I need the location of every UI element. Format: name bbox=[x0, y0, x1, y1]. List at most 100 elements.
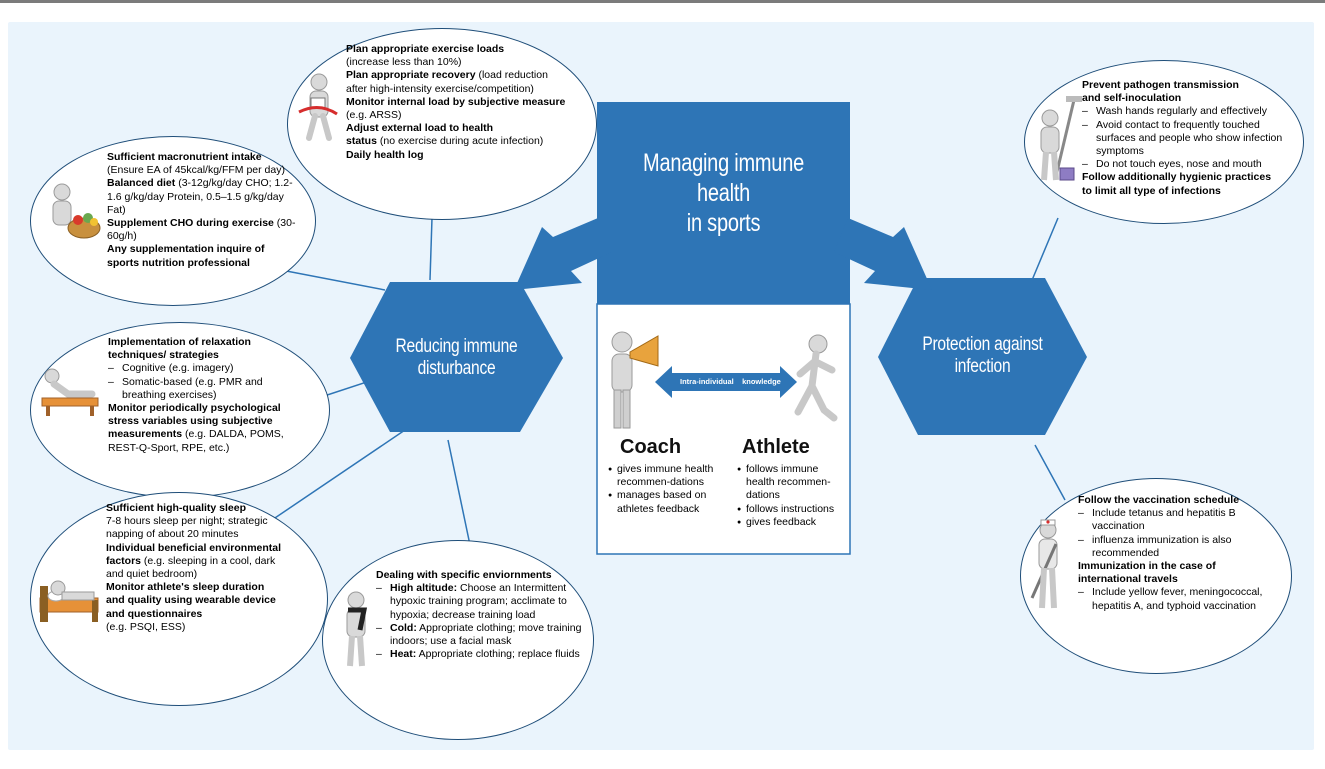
relaxation-item: measurements bbox=[108, 428, 183, 441]
exercise-item: Plan appropriate exercise loads bbox=[346, 43, 505, 55]
sleep-item: 7-8 hours sleep per night; strategic bbox=[106, 515, 268, 528]
right-hex-line: infection bbox=[954, 356, 1011, 377]
nutrition-item: Balanced diet bbox=[107, 177, 176, 190]
sleep-item: (e.g. PSQI, ESS) bbox=[106, 620, 186, 633]
coach-list: gives immune health recommen-dations man… bbox=[608, 463, 726, 516]
top-rule bbox=[0, 0, 1325, 3]
vaccination-item: Include yellow fever, meningococcal, hep… bbox=[1078, 586, 1292, 612]
vaccination-item: influenza immunization is also recommend… bbox=[1078, 534, 1262, 560]
exercise-item: (load reduction bbox=[475, 69, 548, 82]
center-title-box bbox=[597, 102, 850, 304]
relaxation-text: Implementation of relaxation techniques/… bbox=[108, 336, 323, 455]
sleep-item: and quiet bedroom) bbox=[106, 568, 198, 581]
connector-exercise bbox=[429, 217, 433, 281]
exercise-item: Monitor internal load by subjective meas… bbox=[346, 95, 566, 108]
nutrition-item: 60g/h) bbox=[107, 230, 137, 243]
right-hexagon bbox=[878, 278, 1087, 435]
pathogen-item: to limit all type of infections bbox=[1082, 184, 1221, 197]
exercise-text: Plan appropriate exercise loads (increas… bbox=[346, 43, 591, 162]
nutrition-item: Supplement CHO during exercise bbox=[107, 217, 274, 230]
nutrition-item: Fat) bbox=[107, 203, 126, 216]
sleep-item: and quality using wearable device bbox=[106, 594, 276, 607]
nutrition-item: Sufficient macronutrient intake bbox=[107, 151, 262, 163]
environment-item-value: Appropriate clothing; move training indo… bbox=[390, 621, 582, 648]
sleep-item: Sufficient high-quality sleep bbox=[106, 502, 247, 514]
athlete-item: follows instructions bbox=[737, 503, 843, 516]
left-hex-line: disturbance bbox=[417, 358, 496, 379]
runner-icon bbox=[298, 73, 338, 141]
environment-item-value: Choose an Intermittent hypoxic training … bbox=[390, 582, 567, 621]
cleaning-person-icon bbox=[1040, 96, 1082, 181]
nutrition-item: Any supplementation inquire of bbox=[107, 243, 265, 256]
nurse-syringe-icon bbox=[1030, 519, 1058, 609]
arrow-right bbox=[834, 218, 932, 290]
exercise-item: (e.g. ARSS) bbox=[346, 109, 402, 122]
exercise-item: Daily health log bbox=[346, 148, 424, 161]
exercise-item: status bbox=[346, 135, 377, 148]
nutrition-text: Sufficient macronutrient intake (Ensure … bbox=[107, 151, 312, 270]
environment-item: Heat: Appropriate clothing; replace flui… bbox=[376, 648, 586, 661]
exercise-item: (no exercise during acute infection) bbox=[376, 135, 544, 148]
environment-item-key: High altitude: bbox=[390, 582, 458, 595]
relaxation-item: Somatic-based (e.g. PMR and breathing ex… bbox=[108, 376, 280, 402]
nutrition-item: (30- bbox=[273, 217, 296, 230]
left-hexagon-label: Reducing immune disturbance bbox=[369, 336, 544, 380]
pathogen-item: Wash hands regularly and effectively bbox=[1082, 105, 1297, 118]
coach-item: gives immune health recommen-dations bbox=[608, 463, 726, 489]
pathogen-item: Follow additionally hygienic practices bbox=[1082, 171, 1272, 184]
vaccination-item: international travels bbox=[1078, 573, 1178, 586]
sleep-item: Individual beneficial environmental bbox=[106, 541, 282, 554]
sleep-text: Sufficient high-quality sleep 7-8 hours … bbox=[106, 502, 321, 634]
right-hexagon-label: Protection against infection bbox=[897, 334, 1068, 378]
environment-item: Cold: Appropriate clothing; move trainin… bbox=[376, 622, 586, 648]
athlete-list: follows immune health recommen-dations f… bbox=[737, 463, 843, 529]
sleep-item: and questionnaires bbox=[106, 607, 203, 620]
athlete-item: follows immune health recommen-dations bbox=[737, 463, 843, 503]
vaccination-item: Follow the vaccination schedule bbox=[1078, 494, 1240, 506]
relaxation-item: Monitor periodically psychological bbox=[108, 402, 281, 415]
pathogen-item: Do not touch eyes, nose and mouth bbox=[1082, 158, 1297, 171]
nutrition-item: (Ensure EA of 45kcal/kg/FFM per day) bbox=[107, 164, 285, 177]
vaccination-item: Immunization in the case of bbox=[1078, 560, 1216, 573]
relaxation-item: (e.g. DALDA, POMS, bbox=[182, 428, 284, 441]
arrow-left bbox=[514, 218, 612, 290]
coach-title: Coach bbox=[620, 436, 682, 458]
relaxation-item: REST-Q-Sport, RPE, etc.) bbox=[108, 441, 230, 454]
knowledge-arrow bbox=[655, 366, 797, 398]
scarf-person-icon bbox=[346, 591, 368, 667]
pathogen-item: Prevent pathogen transmission bbox=[1082, 79, 1239, 91]
environment-item-value: Appropriate clothing; replace fluids bbox=[416, 648, 580, 661]
relaxation-item: Implementation of relaxation bbox=[108, 336, 251, 348]
nutrition-item: sports nutrition professional bbox=[107, 256, 250, 269]
running-athlete-icon bbox=[794, 334, 838, 422]
connector-vaccination bbox=[1034, 444, 1066, 501]
food-basket-icon bbox=[52, 183, 101, 239]
athlete-item: gives feedback bbox=[737, 516, 843, 529]
environment-item-key: Cold: bbox=[390, 621, 417, 634]
knowledge-arrow-label: Intra-individual knowledge bbox=[680, 377, 781, 386]
megaphone-coach-icon bbox=[611, 331, 659, 429]
sleeping-person-icon bbox=[39, 580, 99, 622]
nutrition-item: (3-12g/kg/day CHO; 1.2- bbox=[175, 177, 293, 190]
environment-item-key: Heat: bbox=[390, 648, 417, 661]
nutrition-item: 1.6 g/kg/day Protein, 0.5–1.5 g/kg/day bbox=[107, 190, 284, 203]
exercise-item: Adjust external load to health bbox=[346, 122, 494, 135]
vaccination-item: Include tetanus and hepatitis B vaccinat… bbox=[1078, 507, 1262, 533]
environment-item: High altitude: Choose an Intermittent hy… bbox=[376, 582, 586, 622]
coach-item: manages based on athletes feedback bbox=[608, 489, 726, 515]
exercise-item: after high-intensity exercise/competitio… bbox=[346, 82, 534, 95]
center-title-line: Managing immune bbox=[643, 149, 804, 177]
sleep-item: factors bbox=[106, 554, 142, 567]
left-hexagon bbox=[350, 282, 563, 432]
left-hex-line: Reducing immune bbox=[395, 336, 518, 357]
relaxing-person-icon bbox=[41, 368, 99, 416]
athlete-title: Athlete bbox=[742, 436, 810, 458]
relaxation-item: stress variables using subjective bbox=[108, 415, 273, 428]
connector-environment bbox=[447, 439, 471, 546]
relaxation-item: Cognitive (e.g. imagery) bbox=[108, 362, 323, 375]
pathogen-item: Avoid contact to frequently touched surf… bbox=[1082, 119, 1286, 159]
center-title: Managing immune health in sports bbox=[622, 148, 824, 238]
environment-item: Dealing with specific enviornments bbox=[376, 569, 552, 581]
sleep-item: (e.g. sleeping in a cool, dark bbox=[141, 554, 276, 567]
sleep-item: napping of about 20 minutes bbox=[106, 528, 239, 541]
